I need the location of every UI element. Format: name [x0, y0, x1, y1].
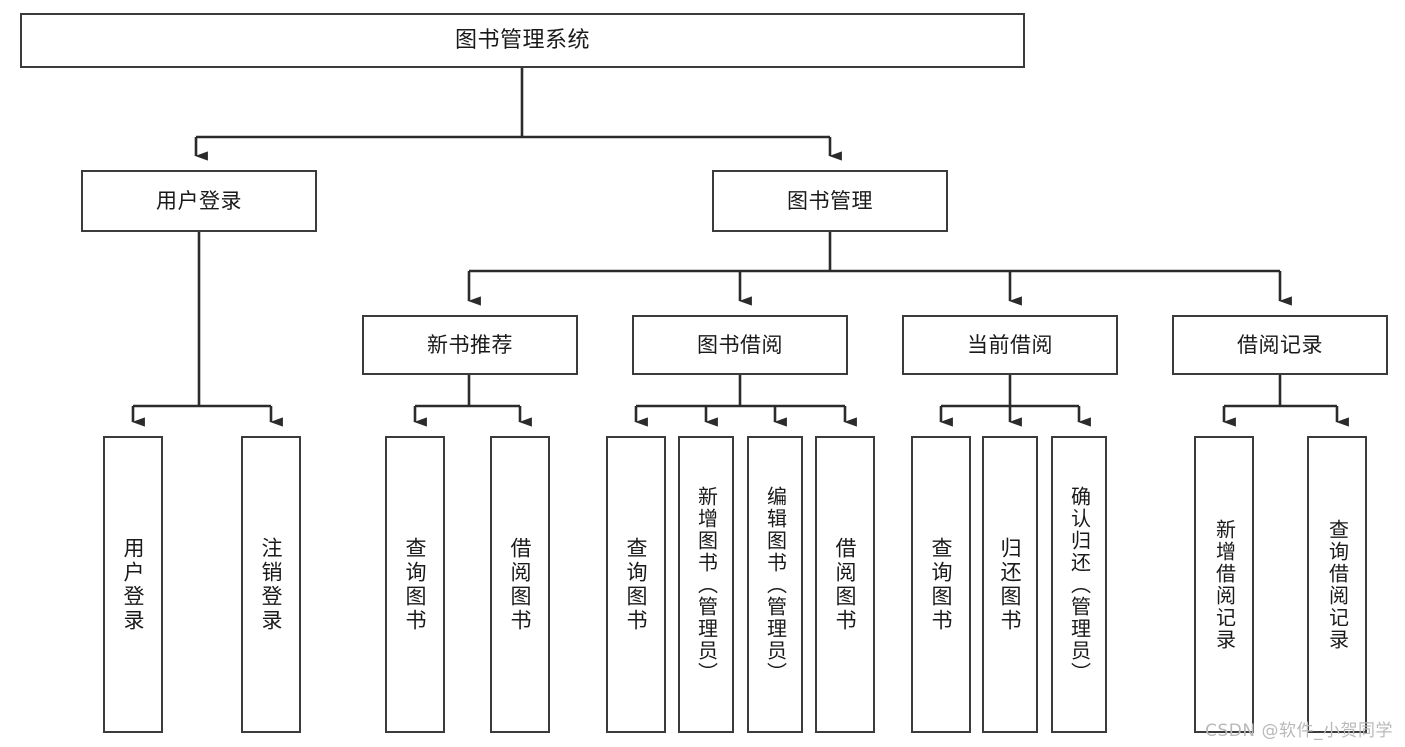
- node-label: 用户登录: [156, 188, 242, 213]
- leaf-add-borrow-record[interactable]: 新增借阅记录: [1194, 436, 1254, 733]
- node-label: 当前借阅: [967, 332, 1053, 357]
- leaf-query-books-current[interactable]: 查询图书: [911, 436, 971, 733]
- node-label: 图书管理系统: [454, 27, 590, 53]
- node-label: 查询图书: [403, 536, 428, 633]
- node-label: 确认归还（管理员）: [1067, 485, 1092, 684]
- leaf-edit-book-admin[interactable]: 编辑图书（管理员）: [747, 436, 803, 733]
- node-label: 图书借阅: [697, 332, 783, 357]
- leaf-confirm-return-admin[interactable]: 确认归还（管理员）: [1051, 436, 1107, 733]
- node-root-book-management-system[interactable]: 图书管理系统: [20, 13, 1025, 68]
- node-label: 查询图书: [929, 536, 954, 633]
- node-label: 图书管理: [787, 188, 873, 213]
- leaf-borrow-books-newbook[interactable]: 借阅图书: [490, 436, 550, 733]
- node-label: 新增图书（管理员）: [694, 485, 719, 684]
- node-label: 新书推荐: [427, 332, 513, 357]
- node-label: 用户登录: [121, 536, 146, 633]
- leaf-add-book-admin[interactable]: 新增图书（管理员）: [678, 436, 734, 733]
- leaf-return-books[interactable]: 归还图书: [982, 436, 1038, 733]
- node-current-borrow[interactable]: 当前借阅: [902, 315, 1118, 375]
- node-new-book-recommend[interactable]: 新书推荐: [362, 315, 578, 375]
- node-book-management[interactable]: 图书管理: [712, 170, 948, 232]
- node-label: 借阅记录: [1237, 332, 1323, 357]
- leaf-user-login[interactable]: 用户登录: [103, 436, 163, 733]
- node-label: 注销登录: [259, 536, 284, 633]
- node-label: 借阅图书: [508, 536, 533, 633]
- csdn-watermark: CSDN @软件_小贺同学: [1205, 721, 1393, 741]
- node-label: 编辑图书（管理员）: [763, 485, 788, 684]
- leaf-logout[interactable]: 注销登录: [241, 436, 301, 733]
- node-label: 查询借阅记录: [1325, 518, 1350, 651]
- leaf-query-books-borrow[interactable]: 查询图书: [606, 436, 666, 733]
- node-label: 查询图书: [624, 536, 649, 633]
- leaf-query-borrow-record[interactable]: 查询借阅记录: [1307, 436, 1367, 733]
- leaf-query-books-newbook[interactable]: 查询图书: [385, 436, 445, 733]
- node-user-login[interactable]: 用户登录: [81, 170, 317, 232]
- node-borrow-records[interactable]: 借阅记录: [1172, 315, 1388, 375]
- leaf-borrow-books-borrow[interactable]: 借阅图书: [815, 436, 875, 733]
- node-label: 归还图书: [998, 536, 1023, 633]
- node-label: 新增借阅记录: [1212, 518, 1237, 651]
- node-book-borrow[interactable]: 图书借阅: [632, 315, 848, 375]
- node-label: 借阅图书: [833, 536, 858, 633]
